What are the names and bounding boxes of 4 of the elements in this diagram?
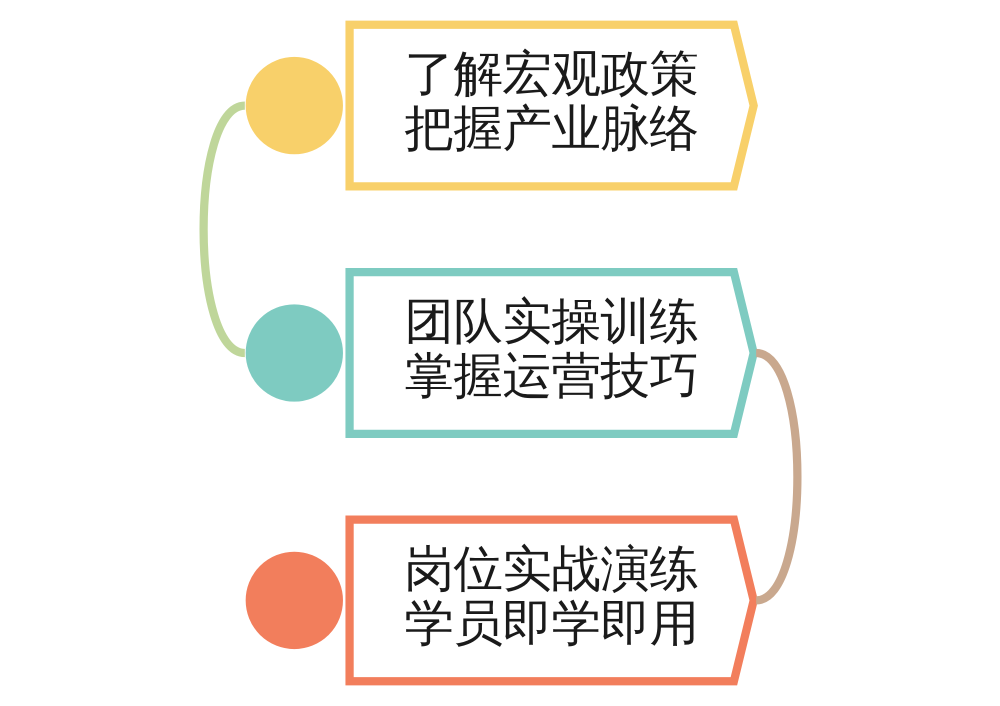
connector bbox=[754, 349, 801, 604]
node-circle bbox=[245, 304, 342, 402]
node-circle bbox=[245, 56, 342, 154]
node-circle bbox=[245, 552, 342, 650]
